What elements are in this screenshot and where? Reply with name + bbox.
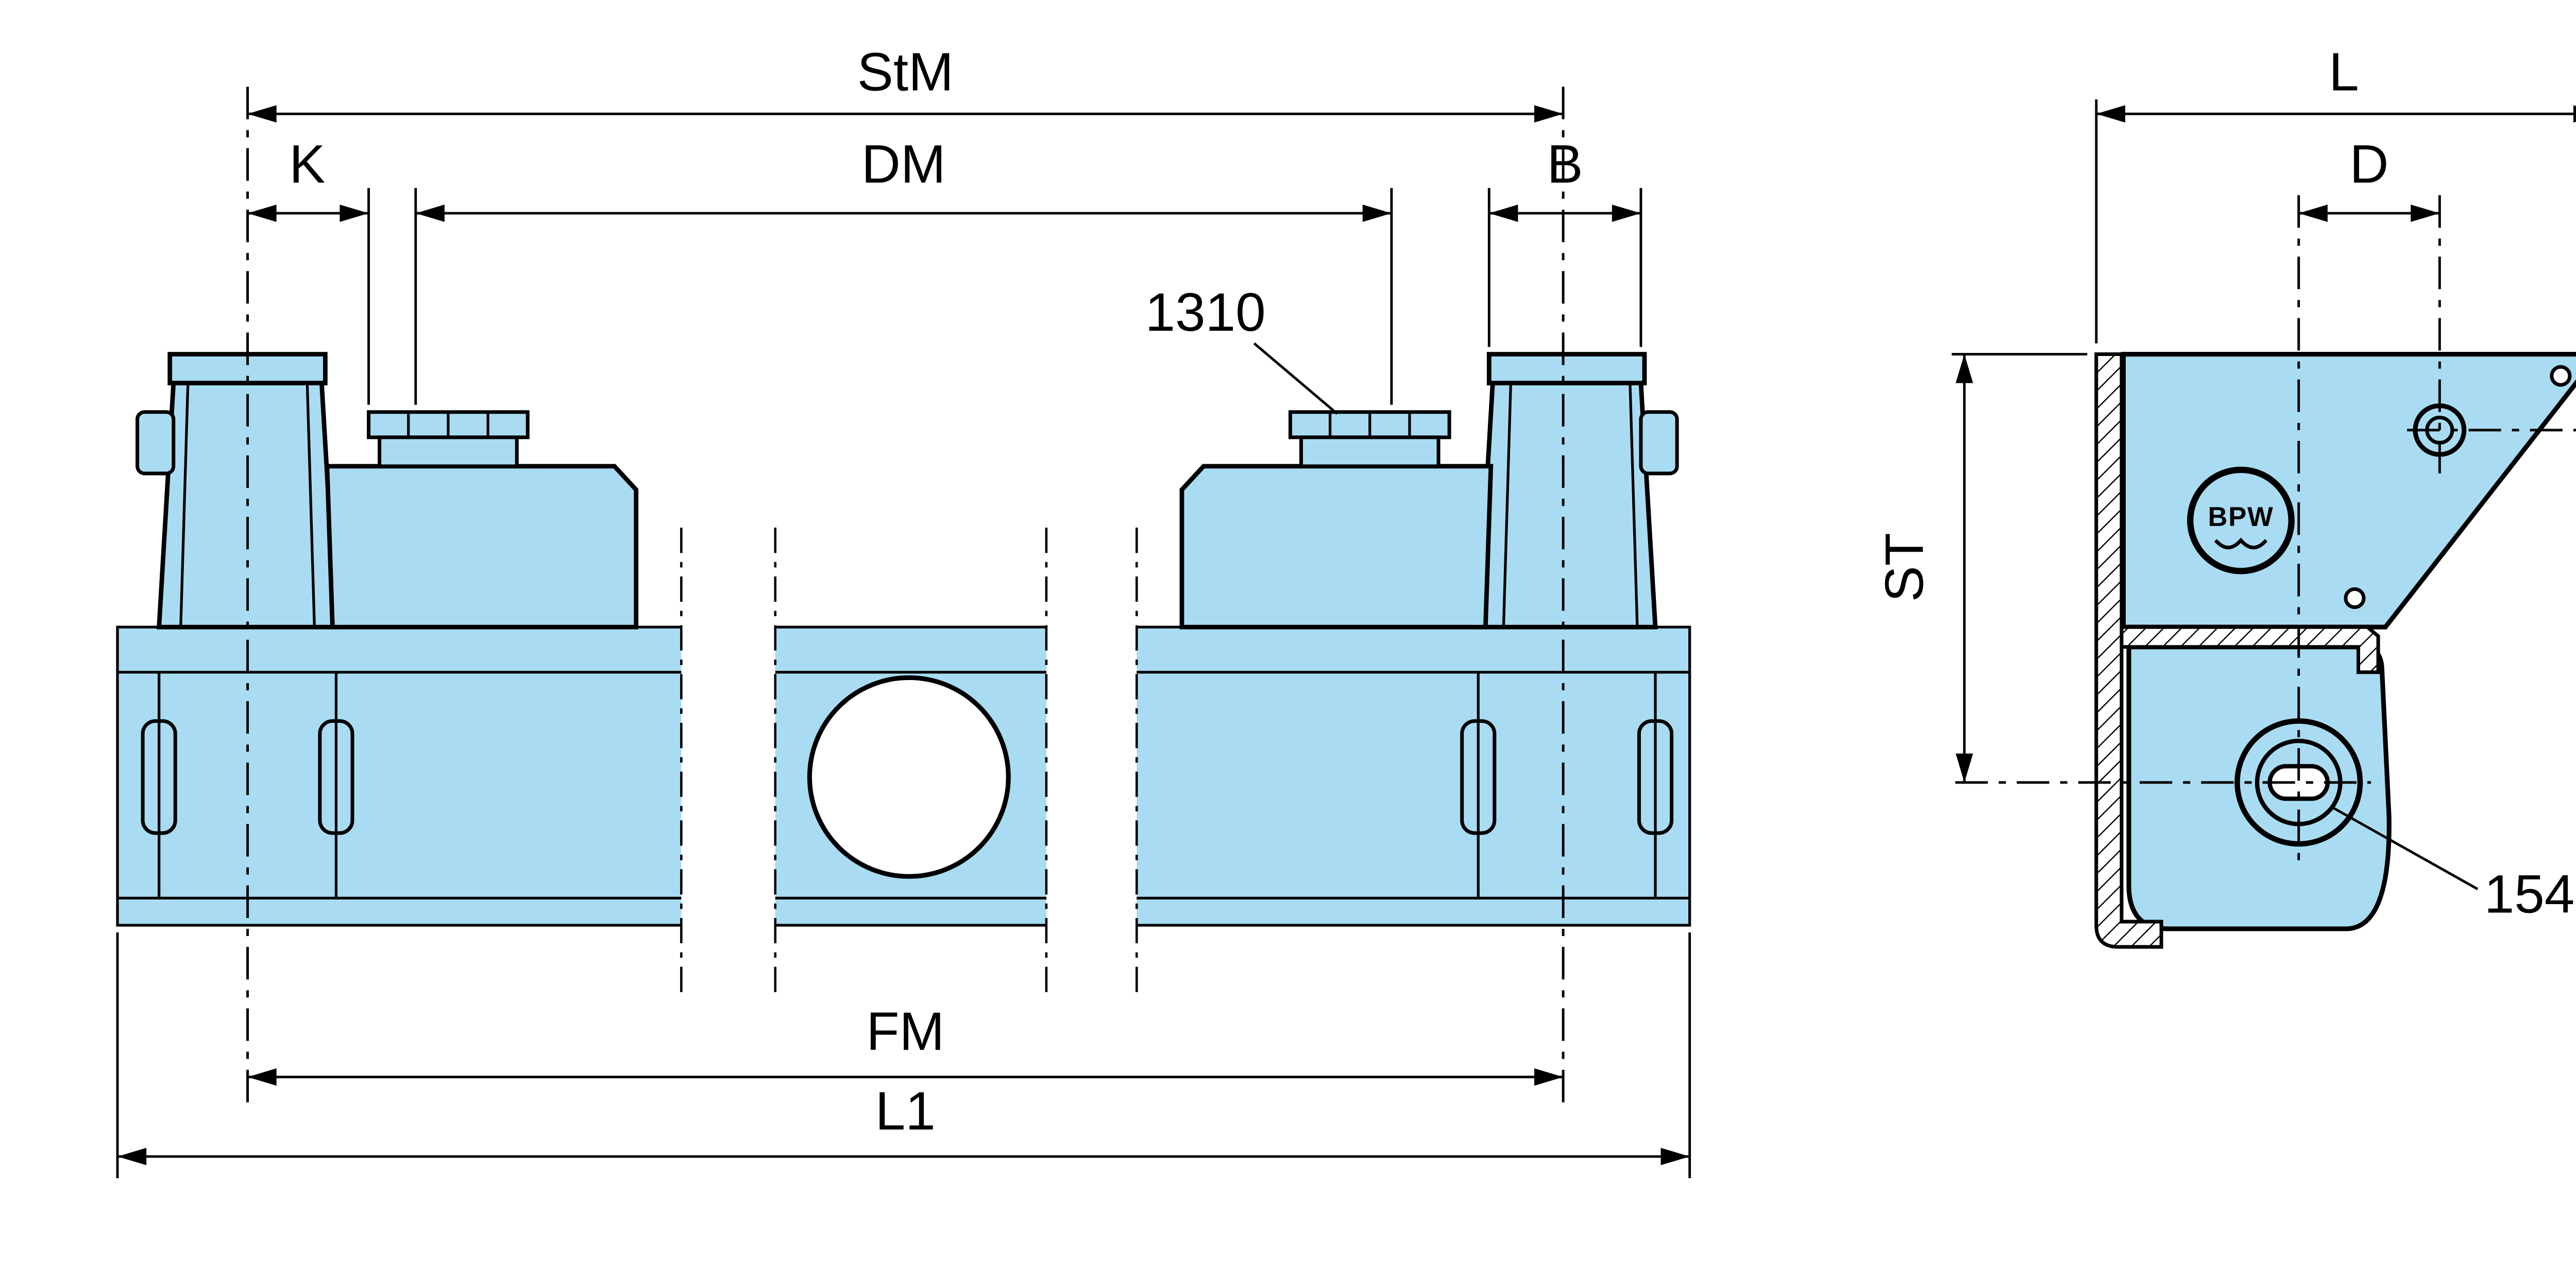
right-block (1179, 464, 1494, 630)
dim-k-label: K (289, 134, 325, 194)
small-hole-top (2550, 365, 2572, 387)
break-lines (680, 528, 1138, 994)
beam-center-hole (807, 675, 1011, 879)
dim-l-label: L (2329, 42, 2359, 102)
callout-1540: 1540 (2332, 806, 2576, 924)
bpw-logo-wave (2214, 537, 2268, 550)
beam-right-segment (1137, 627, 1690, 925)
beam-outline (116, 625, 1691, 927)
bpw-logo-ring (2187, 466, 2295, 574)
rail-web-section (2094, 352, 2163, 949)
dim-l1: L1 (116, 932, 1691, 1179)
beam-flange-lines (117, 671, 1690, 899)
dim-stm: StM (247, 42, 1564, 123)
gusset-plate (2121, 351, 2576, 630)
bpw-logo: BPW (2187, 466, 2295, 574)
left-fitting-body (378, 435, 519, 468)
left-block (325, 464, 639, 630)
dim-stm-label: StM (857, 42, 954, 102)
dim-l: L (2095, 42, 2576, 344)
dim-st: ST (1874, 353, 2088, 783)
beam-left-segment (117, 627, 682, 925)
side-view: BPW L (1874, 42, 2576, 949)
left-pedestal-tab (135, 410, 176, 475)
rail-flange-section (2120, 625, 2380, 674)
callout-1310-label: 1310 (1145, 282, 1266, 343)
rail-cross-sections (2094, 352, 2380, 949)
callout-1310: 1310 (1145, 282, 1338, 415)
dim-dm: DM (414, 134, 1393, 405)
hanger-detail-lines (158, 383, 1657, 898)
small-hole-mid (2344, 587, 2366, 609)
front-centerlines (246, 87, 1565, 1106)
dim-b: B (1487, 134, 1642, 347)
callout-1540-label: 1540 (2484, 864, 2576, 924)
dim-l1-label: L1 (875, 1081, 936, 1141)
dim-fm-label: FM (866, 1001, 944, 1062)
right-fitting-body (1299, 435, 1440, 468)
dim-fm: FM (247, 1001, 1564, 1086)
bpw-logo-text: BPW (2208, 502, 2274, 532)
dim-d: D (2298, 134, 2440, 222)
right-pedestal-cap (1486, 352, 1647, 386)
dim-k: K (247, 134, 370, 405)
dim-d-label: D (2350, 134, 2389, 194)
bushing-outer-ring (2234, 718, 2363, 847)
dim-b-label: B (1547, 134, 1583, 194)
dim-dm-label: DM (861, 134, 946, 194)
front-view: StM K DM B 1310 FM (116, 42, 1691, 1179)
dim-st-label: ST (1874, 533, 1935, 602)
right-pedestal-tab (1639, 410, 1679, 475)
side-centerlines (1955, 195, 2576, 871)
